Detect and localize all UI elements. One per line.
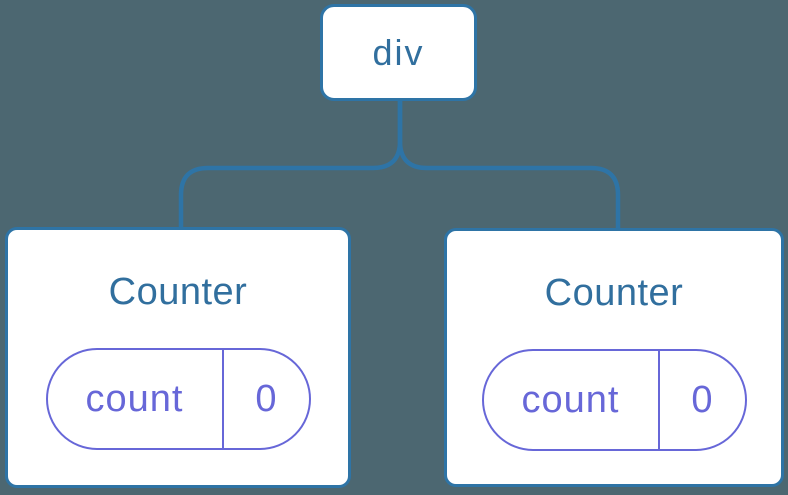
state-badge: count 0 xyxy=(481,349,747,451)
root-node-label: div xyxy=(372,31,425,73)
connector-left-branch xyxy=(178,100,403,230)
state-badge: count 0 xyxy=(45,348,311,450)
tree-node-counter-left: Counter count 0 xyxy=(5,227,351,488)
state-key-label: count xyxy=(85,377,184,420)
tree-node-root: div xyxy=(320,4,477,101)
state-value: 0 xyxy=(657,351,745,449)
state-key-label: count xyxy=(521,378,620,421)
component-title: Counter xyxy=(544,272,684,314)
component-title: Counter xyxy=(108,271,248,313)
tree-node-counter-right: Counter count 0 xyxy=(444,228,784,487)
connector-right-branch xyxy=(397,100,621,231)
state-value: 0 xyxy=(221,350,309,448)
